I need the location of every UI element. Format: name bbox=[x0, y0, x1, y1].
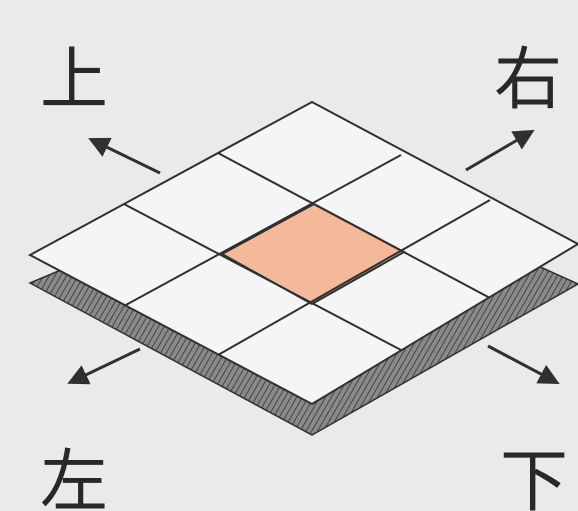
label-right: 右 bbox=[494, 41, 562, 120]
arrow-up-left bbox=[92, 140, 160, 173]
arrow-up-right bbox=[466, 132, 531, 170]
arrow-down-right bbox=[488, 346, 556, 382]
label-up: 上 bbox=[40, 41, 108, 120]
label-left: 左 bbox=[40, 443, 108, 511]
label-down: 下 bbox=[500, 443, 568, 511]
arrow-down-left bbox=[71, 349, 140, 382]
